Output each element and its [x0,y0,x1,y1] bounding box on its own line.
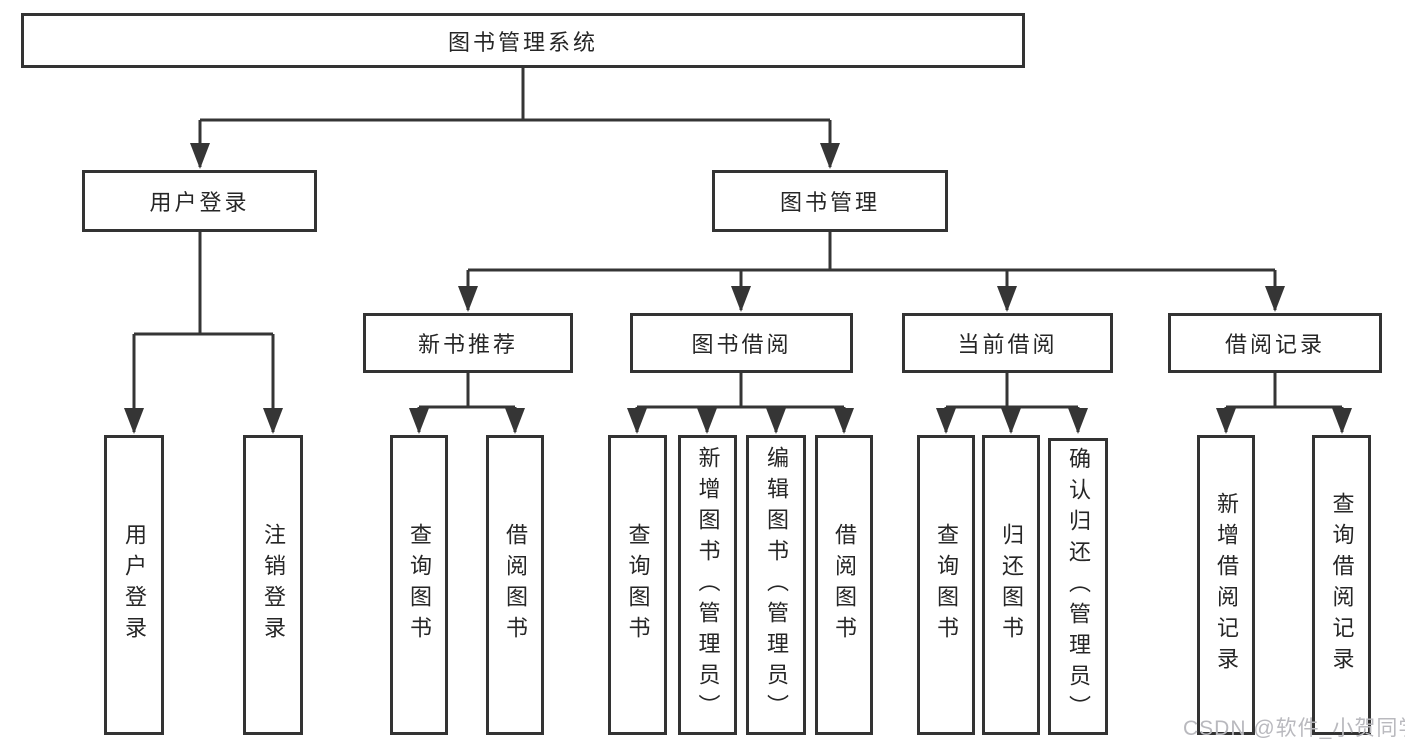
node-current-borrowing: 当前借阅 [902,313,1113,373]
node-borrowing-records-label: 借阅记录 [1224,332,1325,357]
node-new-book-recommend: 新书推荐 [363,313,573,373]
node-book-management: 图书管理 [712,170,948,232]
leaf-add-books-admin: 新增图书（管理员） [678,435,737,735]
leaf-query-borrow-record-label: 查询借阅记录 [1329,492,1355,678]
node-book-management-label: 图书管理 [779,190,880,215]
leaf-query-books-borrowing-label: 查询图书 [625,523,651,647]
leaf-borrow-books-borrowing-label: 借阅图书 [832,523,857,647]
leaf-borrow-books-recommend-label: 借阅图书 [503,523,528,647]
leaf-user-login: 用户登录 [104,435,164,735]
leaf-confirm-return-admin-label: 确认归还（管理员） [1066,447,1091,726]
node-current-borrowing-label: 当前借阅 [957,332,1058,357]
node-book-borrowing: 图书借阅 [630,313,853,373]
leaf-add-borrow-record: 新增借阅记录 [1197,435,1255,735]
node-new-book-recommend-label: 新书推荐 [417,332,518,357]
leaf-query-borrow-record: 查询借阅记录 [1312,435,1371,735]
leaf-borrow-books-recommend: 借阅图书 [486,435,544,735]
leaf-user-login-label: 用户登录 [122,523,147,647]
node-book-borrowing-label: 图书借阅 [691,332,792,357]
leaf-borrow-books-borrowing: 借阅图书 [815,435,873,735]
leaf-query-books-current-label: 查询图书 [934,523,959,647]
leaf-confirm-return-admin: 确认归还（管理员） [1048,438,1108,735]
node-root-label: 图书管理系统 [447,29,598,55]
leaf-edit-books-admin-label: 编辑图书（管理员） [764,445,789,725]
leaf-query-books-recommend-label: 查询图书 [407,523,432,647]
leaf-add-borrow-record-label: 新增借阅记录 [1214,492,1239,678]
node-user-login: 用户登录 [82,170,317,232]
leaf-edit-books-admin: 编辑图书（管理员） [746,435,806,735]
leaf-query-books-borrowing: 查询图书 [608,435,667,735]
leaf-return-books-label: 归还图书 [999,523,1024,647]
node-borrowing-records: 借阅记录 [1168,313,1382,373]
node-root: 图书管理系统 [21,13,1025,68]
csdn-watermark: CSDN @软件_小贺同学 [1183,717,1405,740]
node-user-login-label: 用户登录 [149,190,250,215]
leaf-query-books-current: 查询图书 [917,435,975,735]
leaf-return-books: 归还图书 [982,435,1040,735]
leaf-add-books-admin-label: 新增图书（管理员） [695,445,721,725]
leaf-logout: 注销登录 [243,435,303,735]
leaf-query-books-recommend: 查询图书 [390,435,448,735]
leaf-logout-label: 注销登录 [261,523,286,647]
